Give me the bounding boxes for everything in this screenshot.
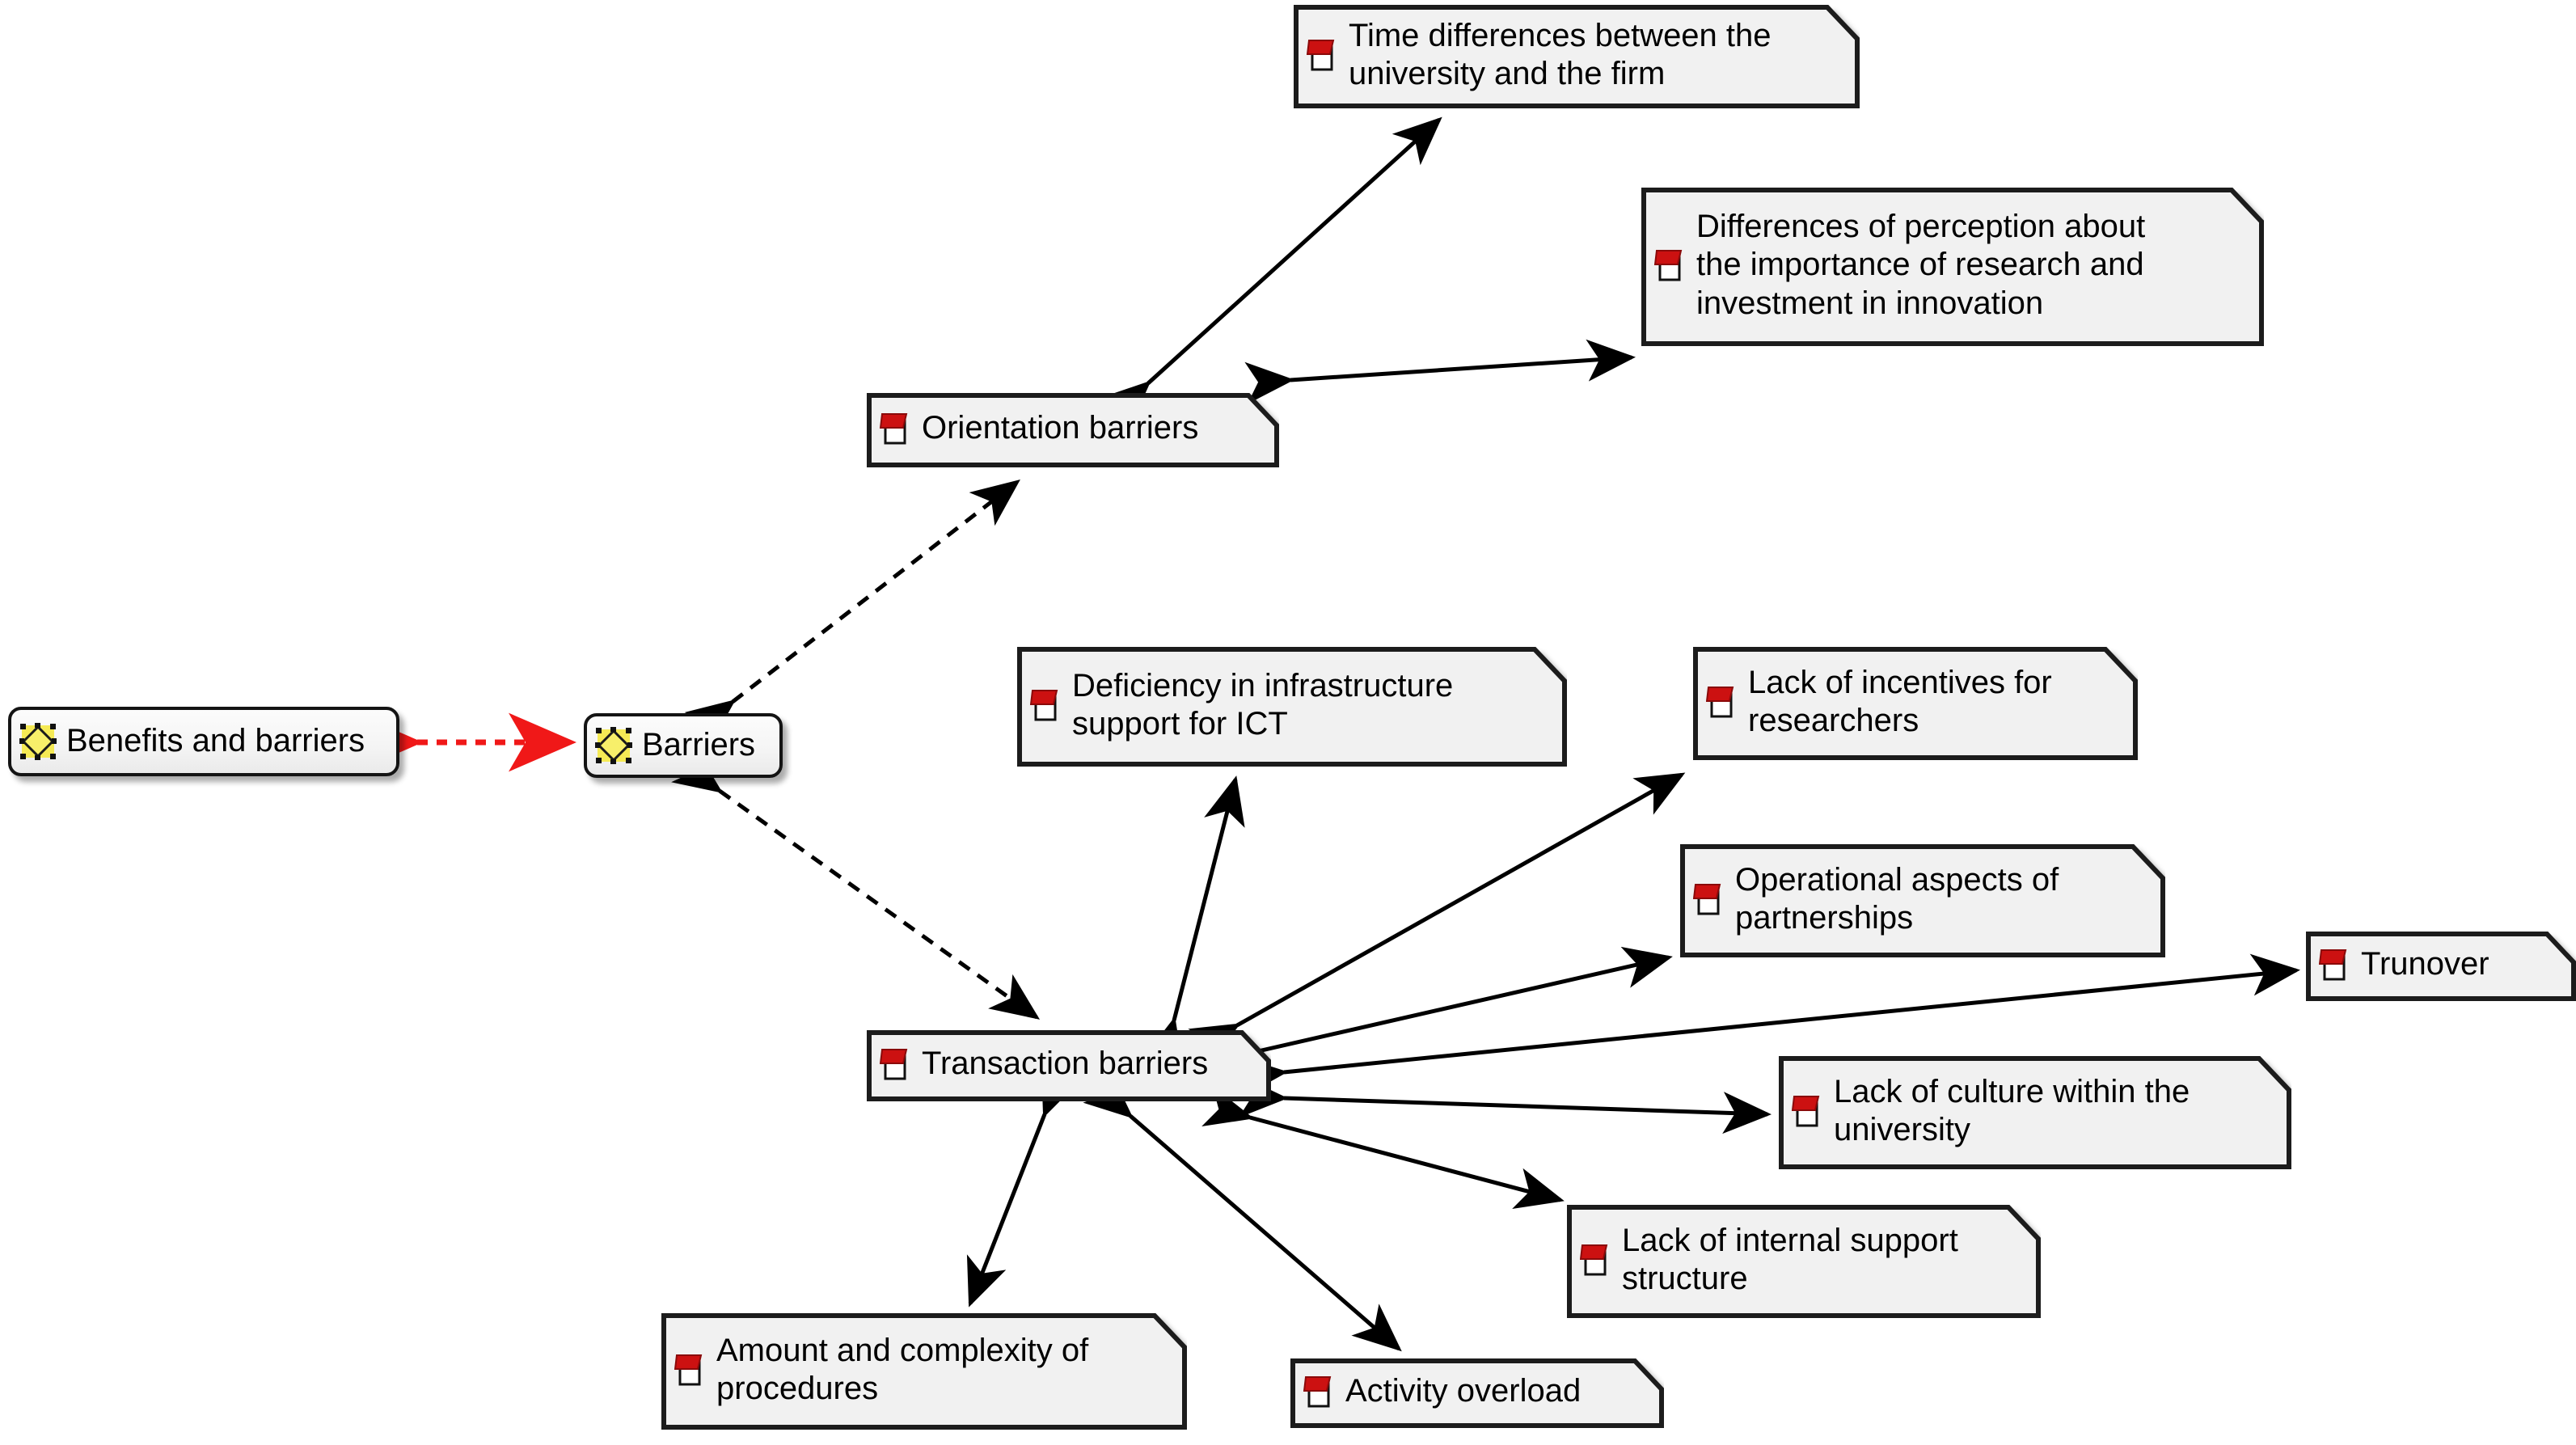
edge-orientation-perception <box>1244 339 1636 404</box>
node-shape <box>1294 5 1860 108</box>
node-label: Benefits and barriers <box>66 723 365 759</box>
edge-orientation-time <box>1100 116 1442 429</box>
node-shape <box>1779 1056 2291 1169</box>
node-shape <box>1680 844 2165 957</box>
red-note-icon <box>1030 687 1062 723</box>
node-label: Amount and complexity of procedures <box>716 1332 1089 1406</box>
edge-transaction-amount <box>966 1065 1081 1308</box>
red-note-icon <box>1706 684 1738 720</box>
node-label: Transaction barriers <box>922 1046 1209 1082</box>
node-time-differences[interactable]: Time differences between the university … <box>1294 5 1860 108</box>
node-shape <box>2306 932 2576 1001</box>
red-note-icon <box>1580 1242 1612 1278</box>
node-label: Lack of incentives for researchers <box>1748 664 2052 738</box>
yellow-diamond-icon <box>595 727 632 764</box>
node-label: Differences of perception about the impo… <box>1696 209 2146 321</box>
node-orientation-barriers[interactable]: Orientation barriers <box>867 393 1279 467</box>
node-label: Lack of culture within the university <box>1834 1073 2190 1147</box>
edge-transaction-incentives <box>1188 772 1686 1066</box>
node-differences-of-perception[interactable]: Differences of perception about the impo… <box>1641 188 2264 346</box>
edge-transaction-internal <box>1201 1085 1565 1210</box>
yellow-diamond-icon <box>19 723 57 760</box>
node-barriers[interactable]: Barriers <box>584 713 783 778</box>
node-shape <box>661 1313 1187 1430</box>
node-transaction-barriers[interactable]: Transaction barriers <box>867 1030 1271 1101</box>
node-label: Trunover <box>2361 946 2489 982</box>
node-deficiency-infrastructure-ict[interactable]: Deficiency in infrastructure support for… <box>1017 647 1567 767</box>
red-note-icon <box>1792 1093 1824 1129</box>
red-note-icon <box>2319 947 2351 982</box>
node-lack-of-culture[interactable]: Lack of culture within the university <box>1779 1056 2291 1169</box>
node-label: Barriers <box>642 727 756 763</box>
node-shape <box>1567 1205 2041 1318</box>
edge-transaction-deficiency <box>1142 775 1245 1069</box>
node-lack-of-incentives[interactable]: Lack of incentives for researchers <box>1693 647 2138 760</box>
red-note-icon <box>674 1352 707 1388</box>
node-label: Lack of internal support structure <box>1622 1222 1958 1296</box>
node-label: Time differences between the university … <box>1349 17 1772 91</box>
node-label: Orientation barriers <box>922 410 1199 446</box>
red-note-icon <box>1303 1374 1336 1409</box>
edge-barriers-orientation <box>684 479 1020 746</box>
node-lack-of-internal-support[interactable]: Lack of internal support structure <box>1567 1205 2041 1318</box>
red-note-icon <box>1654 247 1687 283</box>
node-operational-aspects[interactable]: Operational aspects of partnerships <box>1680 844 2165 957</box>
node-shape <box>1641 188 2264 346</box>
edge-barriers-transaction <box>671 747 1041 1020</box>
node-activity-overload[interactable]: Activity overload <box>1290 1358 1664 1428</box>
edge-transaction-operational <box>1210 946 1673 1082</box>
node-trunover[interactable]: Trunover <box>2306 932 2576 1001</box>
edge-transaction-culture <box>1239 1075 1772 1134</box>
node-label: Operational aspects of partnerships <box>1735 861 2059 936</box>
node-label: Activity overload <box>1345 1373 1581 1409</box>
node-amount-and-complexity[interactable]: Amount and complexity of procedures <box>661 1313 1187 1430</box>
node-shape <box>867 393 1279 467</box>
red-note-icon <box>880 411 912 446</box>
node-shape <box>867 1030 1271 1101</box>
node-benefits-and-barriers[interactable]: Benefits and barriers <box>8 707 399 776</box>
node-shape <box>1017 647 1567 767</box>
node-shape <box>1290 1358 1664 1428</box>
red-note-icon <box>1693 881 1725 917</box>
red-note-icon <box>1307 37 1339 73</box>
red-note-icon <box>880 1046 912 1082</box>
node-label: Deficiency in infrastructure support for… <box>1072 667 1454 742</box>
node-shape <box>1693 647 2138 760</box>
